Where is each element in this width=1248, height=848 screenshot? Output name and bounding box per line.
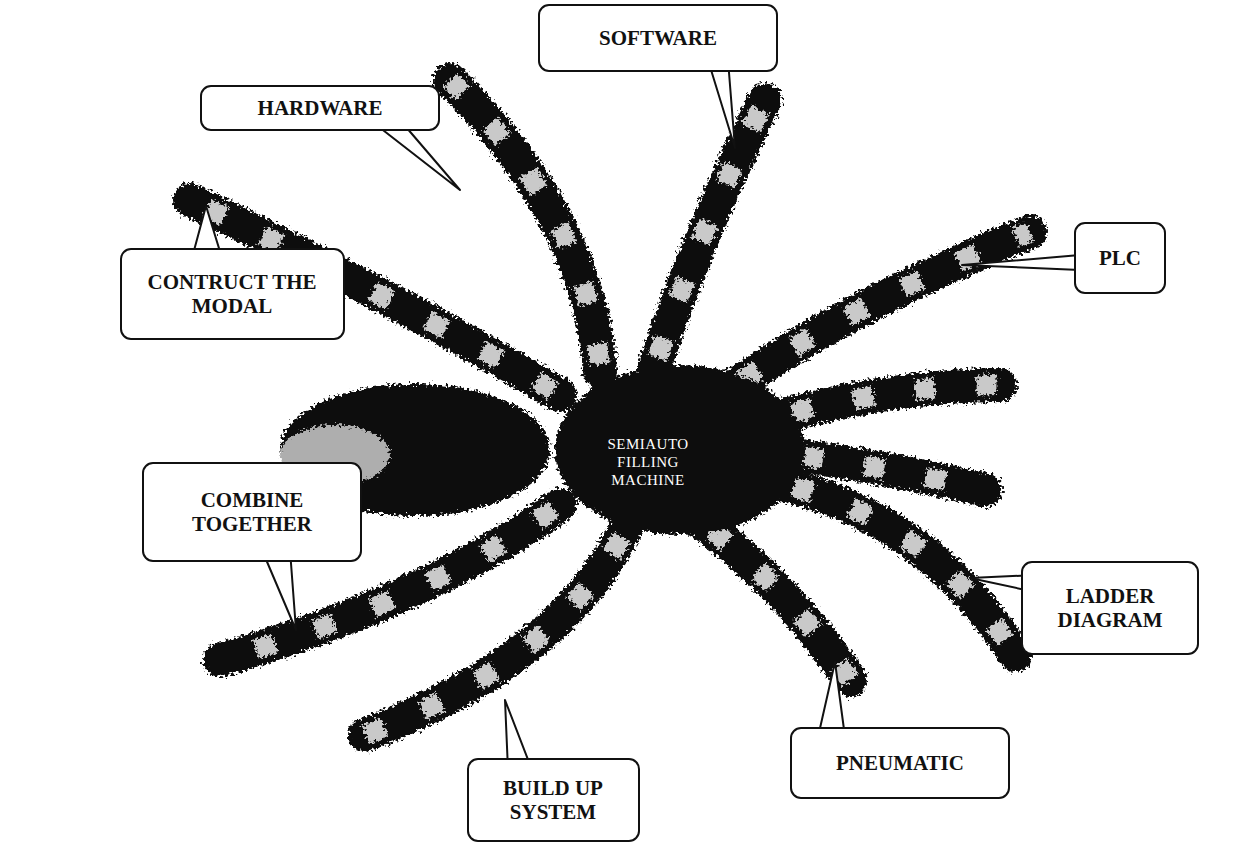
leg-band [785,485,1015,655]
callout-tail [262,550,296,630]
leg-bands [190,80,1030,735]
callout-tail [818,662,845,737]
callout-box: LADDER DIAGRAM [1021,561,1199,655]
callout-text: LADDER DIAGRAM [1035,584,1185,632]
spider-legs [190,80,1030,735]
leg-band [795,455,985,490]
spider-leg [450,80,600,372]
leg-band [705,525,850,680]
spider-body-label: SEMIAUTO FILLING MACHINE [588,427,708,497]
callout-text: CONTRUCT THE MODAL [145,270,320,318]
spider-body [555,365,805,535]
leg-band [365,530,625,735]
callout-text: BUILD UP SYSTEM [481,776,626,824]
callout-text: PNEUMATIC [836,751,964,775]
callout-box: BUILD UP SYSTEM [467,758,640,842]
callout-box: COMBINE TOGETHER [142,462,362,562]
callout-box: PNEUMATIC [790,727,1010,799]
leg-band [450,80,600,372]
callout-text: COMBINE TOGETHER [167,488,337,536]
callout-box: HARDWARE [200,85,440,131]
leg-band [655,100,765,365]
callout-box: CONTRUCT THE MODAL [120,248,345,340]
callout-tails [192,60,1080,770]
spider-figure [190,80,1030,735]
spider-leg [735,232,1030,385]
callout-box: SOFTWARE [538,4,778,72]
spider-leg [655,100,765,365]
callout-text: PLC [1099,246,1141,270]
callout-tail [962,255,1080,270]
callout-box: PLC [1074,222,1166,294]
leg-band [735,232,1030,385]
callout-text: SOFTWARE [599,26,717,50]
spider-leg [705,525,850,680]
spider-leg [785,385,1000,415]
callout-text: HARDWARE [258,96,383,120]
callout-tail [708,60,735,148]
leg-band [785,385,1000,415]
body-label-text: SEMIAUTO FILLING MACHINE [596,435,701,489]
